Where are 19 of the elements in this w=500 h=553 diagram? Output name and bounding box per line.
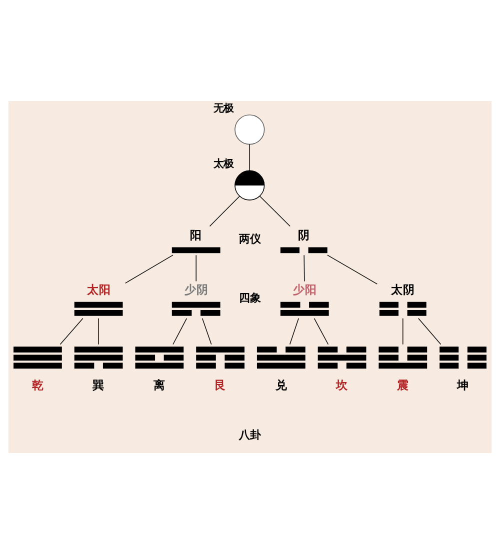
node-label: 兑 xyxy=(275,378,288,392)
node-label: 巽 xyxy=(92,378,105,392)
node-label: 震 xyxy=(397,378,410,392)
node-label: 无极 xyxy=(214,102,234,114)
node-label: 少阴 xyxy=(184,282,208,296)
node-label: 离 xyxy=(154,378,166,392)
node-label: 乾 xyxy=(32,378,44,392)
node-label: 太阳 xyxy=(86,282,111,296)
node-label: 太极 xyxy=(214,158,234,170)
node-label: 少阳 xyxy=(292,282,317,296)
node-label: 阳 xyxy=(190,228,202,242)
node-label: 阴 xyxy=(298,228,310,242)
label: 八卦 xyxy=(239,428,261,442)
label: 两仪 xyxy=(239,232,261,246)
node-label: 坎 xyxy=(336,378,348,392)
node-label: 坤 xyxy=(457,378,470,392)
label: 四象 xyxy=(239,291,261,304)
node-label: 艮 xyxy=(214,378,226,392)
node-label: 太阴 xyxy=(391,282,416,296)
